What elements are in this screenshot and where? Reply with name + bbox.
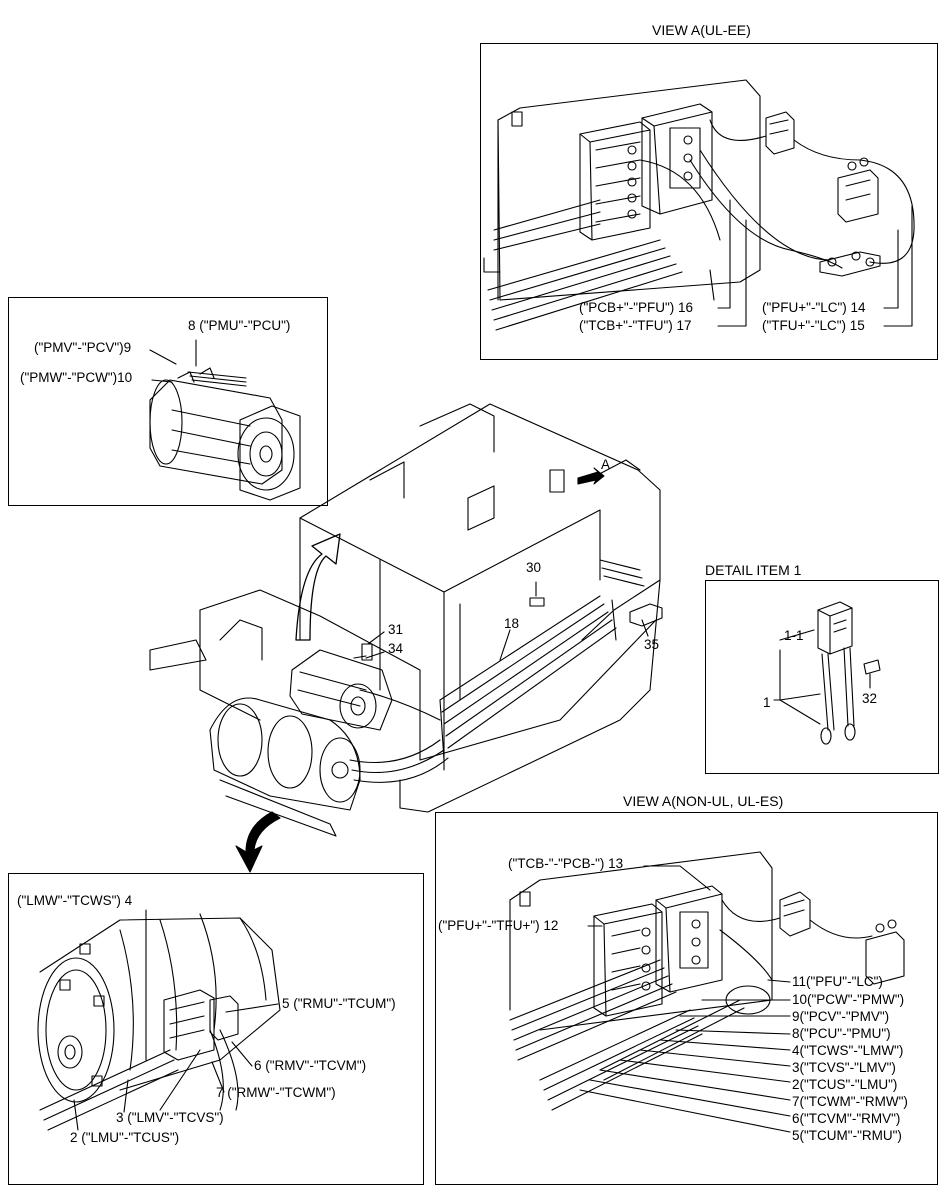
callout-10: 10("PCW"-"PMW") <box>792 992 905 1007</box>
callout-34: 34 <box>388 641 404 656</box>
detail-item-1-title: DETAIL ITEM 1 <box>705 562 802 578</box>
callout-6-pump: 6 ("RMV"-"TCVM") <box>254 1058 367 1073</box>
callout-9-motor: ("PMV"-"PCV")9 <box>34 340 132 355</box>
callout-4-pump: ("LMW"-"TCWS") 4 <box>17 893 133 908</box>
callout-31: 31 <box>388 622 404 637</box>
callout-1: 1 <box>763 695 771 710</box>
callout-13: ("TCB-"-"PCB-") 13 <box>508 856 624 871</box>
motor-detail-frame <box>8 297 328 506</box>
callout-14: ("PFU+"-"LC") 14 <box>762 300 866 315</box>
callout-16: ("PCB+"-"PFU") 16 <box>579 300 694 315</box>
callout-3-pump: 3 ("LMV"-"TCVS") <box>116 1110 224 1125</box>
callout-30: 30 <box>526 560 542 575</box>
detail-item-1-frame <box>705 580 939 774</box>
callout-12: ("PFU+"-"TFU+") 12 <box>438 918 559 933</box>
callout-4: 4("TCWS"-"LMW") <box>792 1043 904 1058</box>
view-ul-ee-title: VIEW A(UL-EE) <box>652 22 751 38</box>
view-arrow-label: A <box>601 457 611 472</box>
detail-item-1-drawing <box>773 601 881 745</box>
callout-2-pump: 2 ("LMU"-"TCUS") <box>70 1130 180 1145</box>
view-ul-ee-frame <box>480 43 938 360</box>
callout-8: 8("PCU"-"PMU") <box>792 1026 891 1041</box>
callout-32: 32 <box>862 691 878 706</box>
view-non-ul-drawing <box>509 851 905 1133</box>
motor-detail-drawing <box>149 339 301 501</box>
callout-5: 5("TCUM"-"RMU") <box>792 1128 902 1143</box>
callout-8-motor: 8 ("PMU"-"PCU") <box>188 318 291 333</box>
callout-6: 6("TCVM"-"RMV") <box>792 1111 901 1126</box>
view-non-ul-frame <box>435 812 938 1185</box>
callout-11: 11("PFU"-"LC") <box>792 974 883 989</box>
pump-motor-detail-drawing <box>37 909 281 1131</box>
callout-3: 3("TCVS"-"LMV") <box>792 1060 896 1075</box>
main-frame-drawing <box>149 403 663 873</box>
callout-17: ("TCB+"-"TFU") 17 <box>579 318 692 333</box>
callout-2: 2("TCUS"-"LMU") <box>792 1077 898 1092</box>
callout-10-motor: ("PMW"-"PCW")10 <box>20 370 133 385</box>
callout-9: 9("PCV"-"PMV") <box>792 1009 890 1024</box>
callout-18: 18 <box>504 616 520 631</box>
callout-7: 7("TCWM"-"RMW") <box>792 1094 908 1109</box>
callout-5-pump: 5 ("RMU"-"TCUM") <box>282 996 396 1011</box>
callout-15: ("TFU+"-"LC") 15 <box>762 318 865 333</box>
pump-motor-detail-frame <box>8 873 424 1185</box>
callout-7-pump: 7 ("RMW"-"TCWM") <box>216 1085 336 1100</box>
callout-35: 35 <box>644 637 660 652</box>
view-ul-ee-drawing <box>483 79 915 331</box>
view-non-ul-title: VIEW A(NON-UL, UL-ES) <box>623 793 784 809</box>
callout-1-1: 1-1 <box>784 628 804 643</box>
